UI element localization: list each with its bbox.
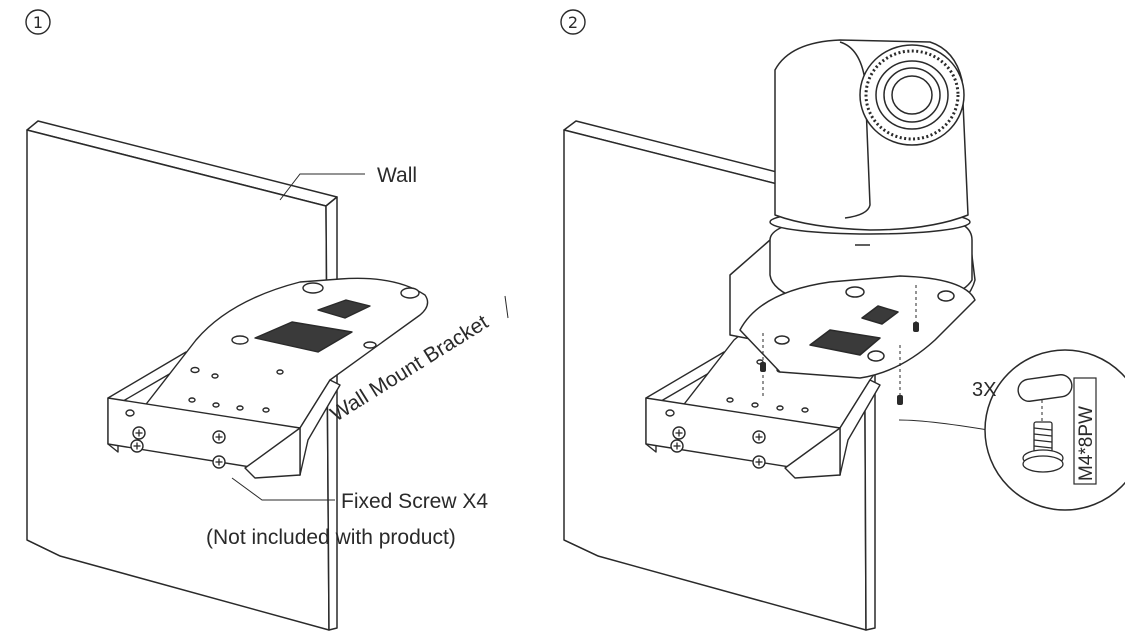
screw-spec-label: M4*8PW [1076, 406, 1097, 481]
camera-lens [859, 44, 965, 146]
step-1-badge: 1 [25, 9, 51, 35]
wall-mount-bracket-illustration [107, 277, 429, 479]
screw-m4-icon [1022, 421, 1064, 473]
not-included-note: (Not included with product) [206, 526, 456, 549]
step-1-number: 1 [33, 13, 43, 32]
mounting-screws [760, 322, 919, 405]
step-2-panel: 2 [560, 9, 1125, 631]
leader-lines-step-1 [231, 173, 509, 501]
step-2-badge: 2 [560, 9, 586, 35]
screw-detail-callout: M4*8PW [984, 349, 1125, 511]
step-1-panel: 1 [25, 9, 509, 631]
wall-label: Wall [377, 164, 417, 187]
screw-quantity-label: 3X [972, 379, 996, 401]
fixed-screw-label: Fixed Screw X4 [341, 490, 488, 513]
step-2-number: 2 [568, 13, 578, 32]
